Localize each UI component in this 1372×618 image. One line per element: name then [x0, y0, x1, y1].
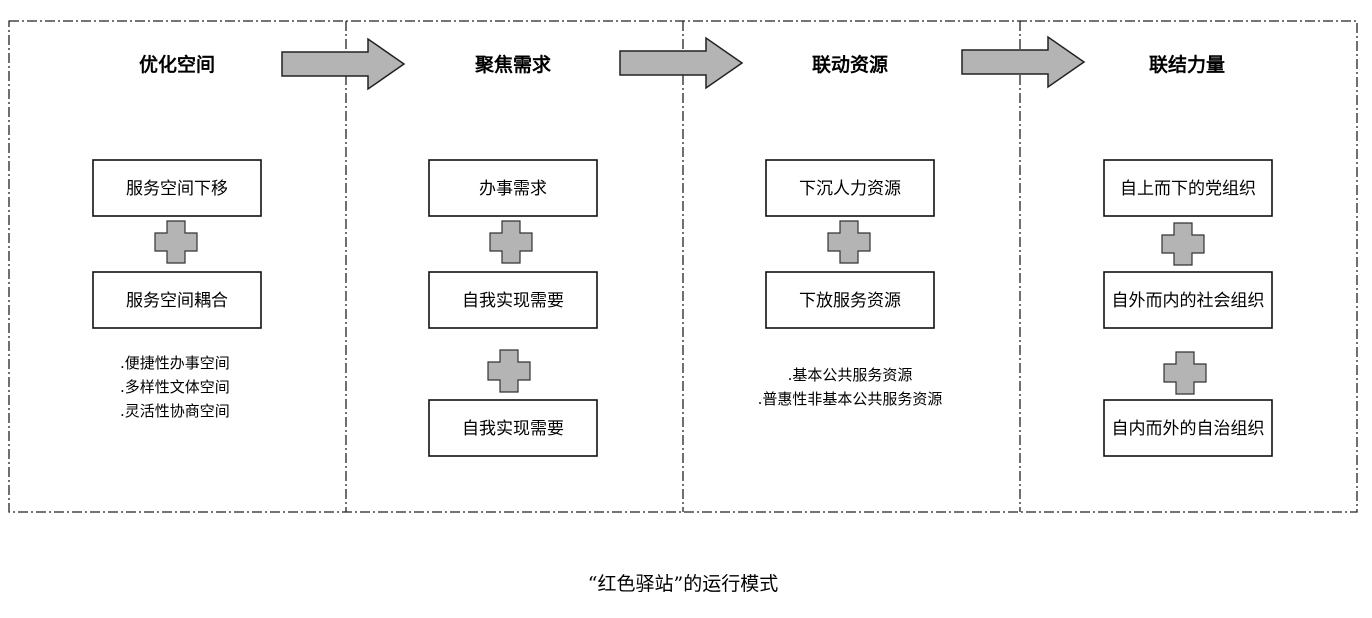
process-box-label: 服务空间下移 — [126, 179, 228, 199]
process-box-label: 下放服务资源 — [799, 291, 901, 311]
detail-note: .灵活性协商空间 — [120, 402, 230, 420]
process-box-label: 自我实现需要 — [462, 419, 564, 439]
detail-note: .普惠性非基本公共服务资源 — [758, 390, 943, 408]
diagram-caption: “红色驿站”的运行模式 — [588, 573, 778, 595]
process-box — [428, 159, 598, 217]
column-title: 联动资源 — [812, 53, 888, 76]
plus-connector-icon — [1161, 222, 1205, 266]
flow-arrow-2-icon — [619, 36, 744, 90]
process-box — [428, 399, 598, 457]
column-title: 优化空间 — [139, 53, 215, 76]
process-box — [1103, 271, 1273, 329]
process-box-label: 下沉人力资源 — [799, 179, 901, 199]
process-box-label: 自我实现需要 — [462, 291, 564, 311]
process-box — [1103, 159, 1273, 217]
column-title: 聚焦需求 — [474, 53, 552, 76]
process-box-label: 自外而内的社会组织 — [1112, 291, 1265, 311]
process-box-label: 自上而下的党组织 — [1120, 179, 1256, 199]
flow-arrows — [281, 35, 1086, 91]
process-box-label: 服务空间耦合 — [126, 291, 228, 311]
process-box-label: 自内而外的自治组织 — [1112, 419, 1265, 439]
outer-frame — [8, 20, 1358, 513]
process-box — [92, 271, 262, 329]
process-box — [92, 159, 262, 217]
plus-connector-icon — [827, 220, 871, 264]
plus-connector-icon — [487, 349, 531, 393]
detail-note: .多样性文体空间 — [120, 378, 230, 396]
plus-connector-icon — [1163, 351, 1207, 395]
process-box — [765, 159, 935, 217]
detail-note: .基本公共服务资源 — [788, 366, 913, 384]
plus-connector-icon — [489, 220, 533, 264]
process-box — [765, 271, 935, 329]
plus-connector-icon — [154, 220, 198, 264]
process-box — [428, 271, 598, 329]
detail-note: .便捷性办事空间 — [120, 354, 230, 372]
flow-arrow-3-icon — [961, 35, 1086, 89]
flow-arrow-1-icon — [281, 37, 406, 91]
process-box-label: 办事需求 — [479, 179, 547, 199]
process-box — [1103, 399, 1273, 457]
column-title: 联结力量 — [1149, 53, 1225, 76]
